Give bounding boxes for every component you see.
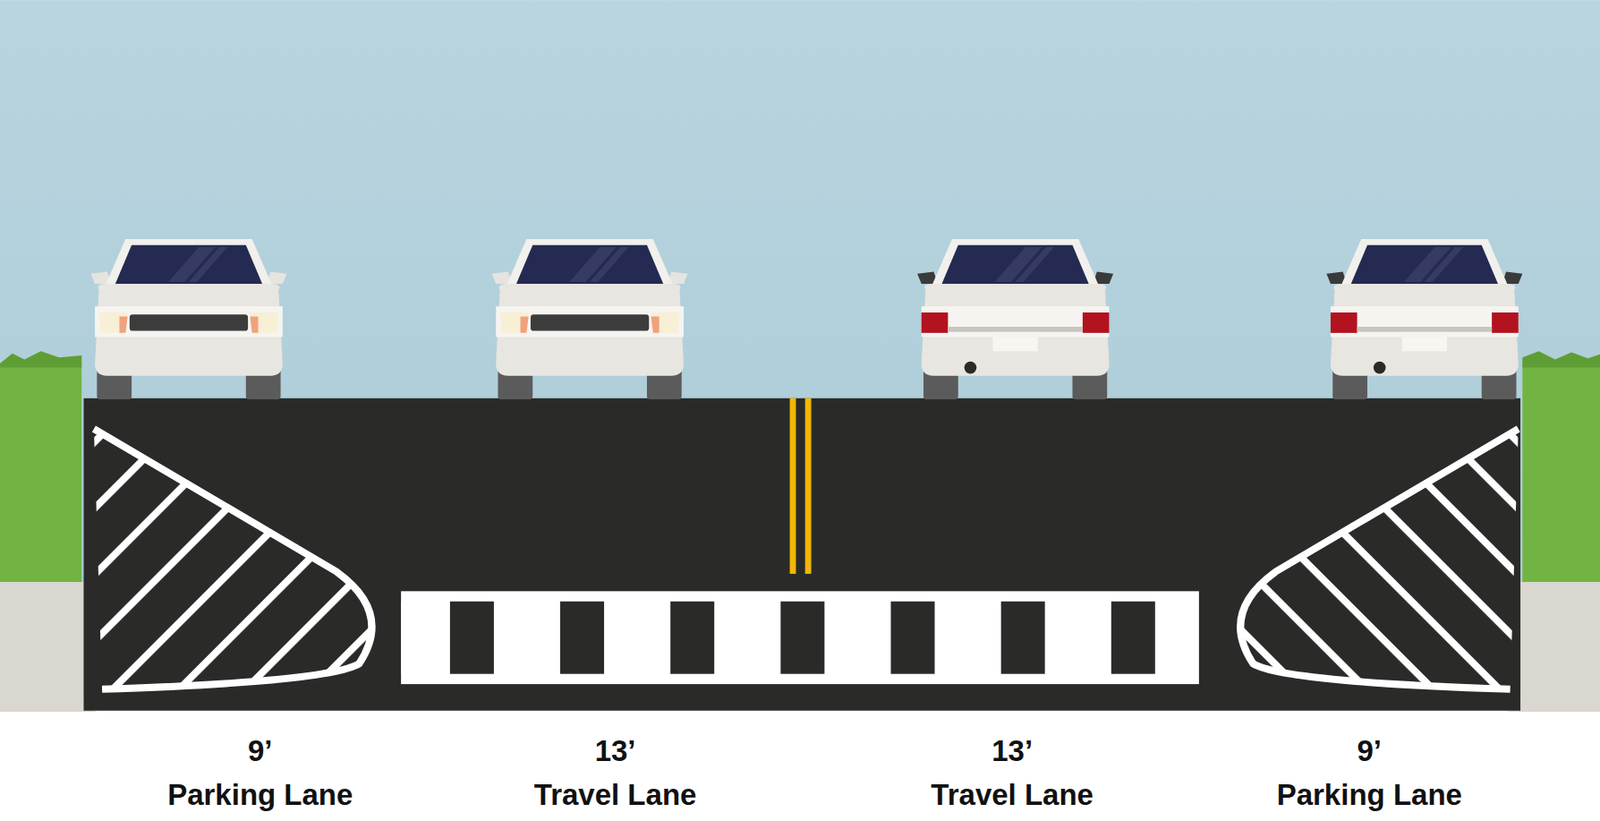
crosswalk-gap [890,601,935,674]
lane-name: Parking Lane [1276,778,1463,811]
left-curb [0,350,98,712]
sky [0,0,1600,715]
ground [0,709,1600,821]
lane-width: 9’ [247,734,273,767]
hatched-gore [1204,408,1532,705]
crosswalk [400,590,1200,684]
center-line [805,398,812,574]
lane-width: 13’ [991,734,1033,767]
lane-width: 9’ [1357,734,1383,767]
crosswalk-gaps [450,601,1156,674]
crosswalk-gap [450,601,494,674]
car [492,238,689,400]
hatched-gore [81,408,409,705]
crosswalk-gap [780,601,825,674]
lane-name: Travel Lane [534,778,698,811]
car [1326,238,1523,400]
lane-name: Travel Lane [930,778,1094,811]
crosswalk-gap [560,601,605,674]
crosswalk-gap [670,601,715,674]
car [917,238,1114,400]
lane-width: 13’ [595,734,637,767]
center-line [790,398,797,574]
lane-name: Parking Lane [167,778,353,811]
crosswalk-gap [1111,601,1156,674]
car [90,238,287,400]
cars [90,238,1523,400]
crosswalk-gap [1001,601,1046,674]
